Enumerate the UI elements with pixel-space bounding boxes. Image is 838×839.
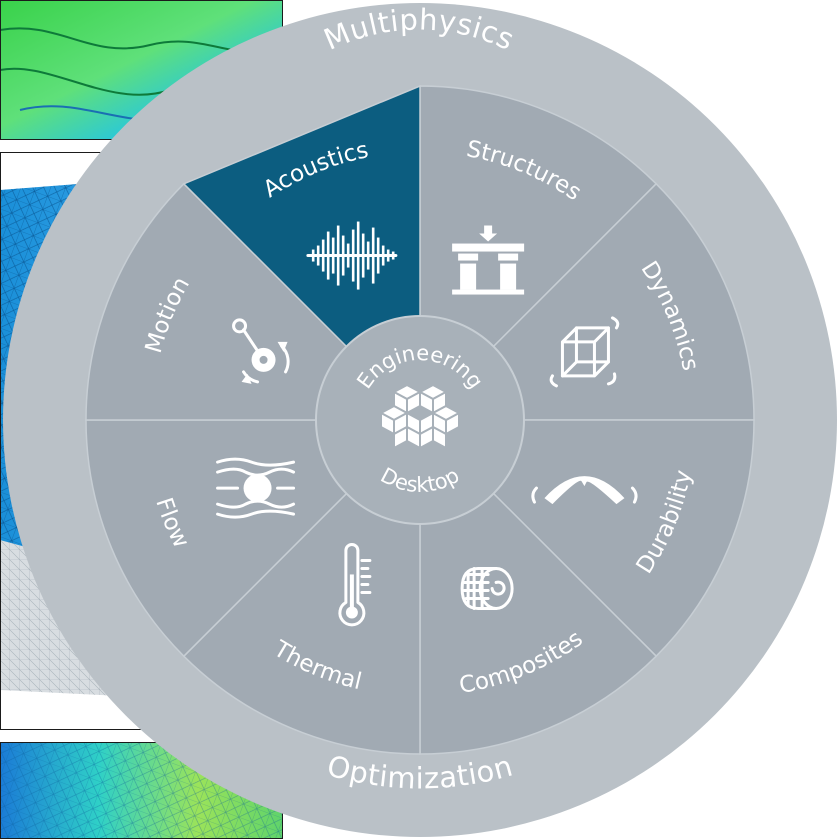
stacked-cubes-icon	[380, 384, 460, 449]
flow-around-ball-icon	[216, 457, 296, 519]
thermometer-icon	[338, 542, 372, 627]
beam-load-icon	[452, 225, 525, 295]
cracked-arc-icon	[531, 476, 638, 505]
vibrating-cube-icon	[549, 316, 620, 388]
sound-wave-icon	[306, 221, 398, 290]
linkage-rotation-icon	[232, 318, 290, 384]
fiber-roll-icon	[460, 566, 514, 610]
